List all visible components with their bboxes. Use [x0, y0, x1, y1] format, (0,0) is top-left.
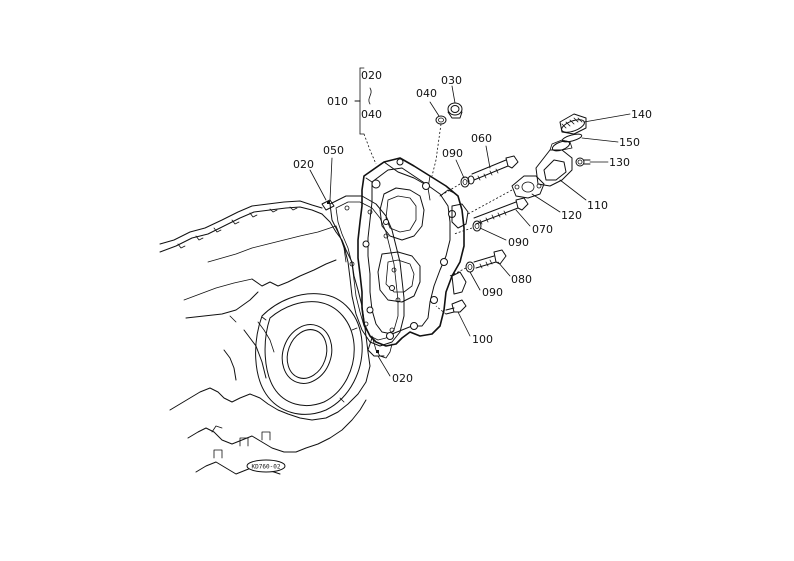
- part-label-020-left: 020: [293, 158, 314, 171]
- bolt-060: [471, 155, 519, 181]
- part-label-010: 010: [327, 95, 348, 108]
- part-label-150: 150: [619, 136, 640, 149]
- cap-140: [559, 113, 587, 135]
- part-label-030: 030: [441, 74, 462, 87]
- gasket-020: [321, 195, 405, 347]
- part-label-070: 070: [532, 223, 553, 236]
- flywheel-disc: [255, 293, 363, 415]
- part-label-120: 120: [561, 209, 582, 222]
- part-label-080: 080: [511, 273, 532, 286]
- part-labels: 010 020 040 030 040 020 050 060 090 140 …: [293, 69, 652, 385]
- part-label-140: 140: [631, 108, 652, 121]
- clamp-130: [575, 157, 591, 167]
- bolt-070: [473, 197, 529, 225]
- engine-block-outline: [159, 200, 371, 475]
- bolt-100: [445, 299, 467, 315]
- part-label-020-top: 020: [361, 69, 382, 82]
- washer-090-a: [460, 175, 475, 188]
- oring-150: [561, 133, 583, 143]
- part-label-100: 100: [472, 333, 493, 346]
- part-label-090-b: 090: [508, 236, 529, 249]
- part-label-090-c: 090: [482, 286, 503, 299]
- washer-040: [435, 115, 447, 125]
- reference-code-text: KD760-02: [252, 464, 281, 471]
- plug-030: [447, 102, 463, 119]
- part-label-040: 040: [416, 87, 437, 100]
- filler-neck-110: [535, 139, 573, 187]
- leader-lines: [309, 67, 631, 377]
- reference-code-badge: KD760-02: [246, 459, 286, 473]
- gear-case-housing: [357, 157, 469, 359]
- bolt-080: [473, 249, 507, 269]
- part-label-040-group: 040: [361, 108, 382, 121]
- washer-090-c: [465, 261, 475, 273]
- part-label-090-a: 090: [442, 147, 463, 160]
- washer-090-b: [472, 220, 482, 232]
- gasket-120: [511, 175, 545, 199]
- part-label-130: 130: [609, 156, 630, 169]
- part-label-050: 050: [323, 144, 344, 157]
- part-label-110: 110: [587, 199, 608, 212]
- part-label-020-bottom: 020: [392, 372, 413, 385]
- part-label-060: 060: [471, 132, 492, 145]
